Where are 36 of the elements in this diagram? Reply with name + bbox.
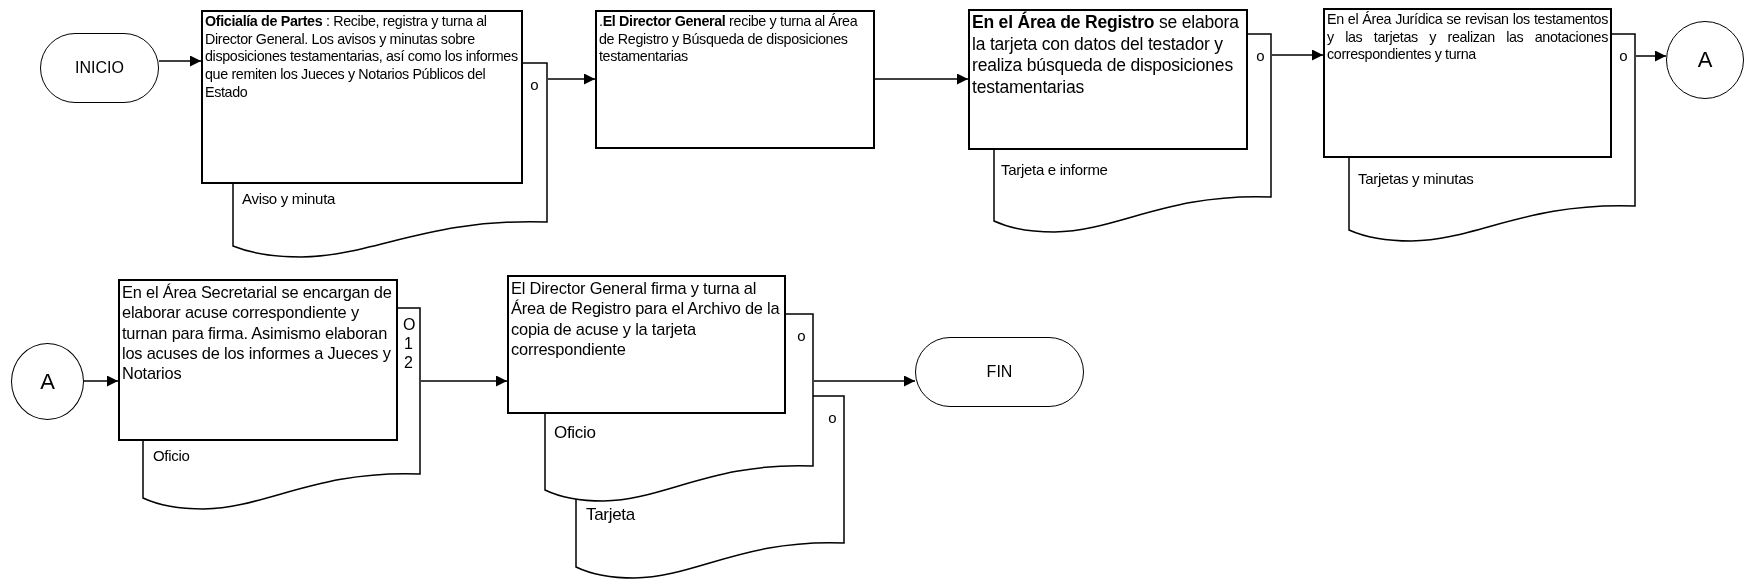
document-label: Oficio xyxy=(554,423,596,443)
arrow xyxy=(158,55,202,67)
document-label: Oficio xyxy=(153,447,190,464)
arrow xyxy=(1635,50,1667,62)
process-box xyxy=(507,275,786,414)
arrow xyxy=(874,73,969,85)
connector-label: A xyxy=(40,368,55,395)
document-mark: o xyxy=(1618,47,1629,65)
process-box xyxy=(118,279,398,441)
process-text: En el Área de Registro se elabora la tarjeta con datos del testador y realiza búsqueda de disposiciones testamentarias xyxy=(972,12,1240,99)
process-box xyxy=(968,9,1248,150)
document-mark: o xyxy=(796,327,807,345)
arrow xyxy=(83,375,119,387)
document-label: Tarjeta xyxy=(586,505,635,525)
process-box xyxy=(201,10,523,184)
process-text: El Director General firma y turna al Área de Registro para el Archivo de la copia de acuse y la tarjeta correspondiente xyxy=(511,278,781,360)
arrow xyxy=(420,375,508,387)
document-label: Aviso y minuta xyxy=(242,190,336,207)
arrow xyxy=(547,73,596,85)
terminal-label: FIN xyxy=(986,363,1013,381)
document-label: Tarjeta e informe xyxy=(1001,161,1108,178)
process-box xyxy=(1323,8,1612,158)
document-mark: o xyxy=(529,76,540,94)
connector-label: A xyxy=(1697,47,1713,73)
process-text: .El Director General recibe y turna al Área de Registro y Búsqueda de disposiciones testamentarias xyxy=(599,13,859,67)
document-mark: O 1 2 xyxy=(403,315,414,373)
arrow xyxy=(1271,49,1324,61)
process-text: En el Área Jurídica se revisan los testamentos y las tarjetas y realizan las anotaciones correspondientes y turna xyxy=(1327,11,1608,65)
document-label: Tarjetas y minutas xyxy=(1358,170,1474,187)
document-mark: o xyxy=(827,409,838,427)
process-text: Oficialía de Partes : Recibe, registra y turna al Director General. Los avisos y minutas sobre disposiciones testamentarias, así como los informes que remiten los Jueces y Notarios Públicos del Estado xyxy=(205,13,519,102)
terminal-label: INICIO xyxy=(75,59,124,77)
process-text: En el Área Secretarial se encargan de elaborar acuse correspondiente y turnan para firma. Asimismo elaboran los acuses de los informes a Jueces y Notarios xyxy=(122,282,393,384)
process-box xyxy=(595,10,875,149)
document-mark: o xyxy=(1255,47,1266,65)
arrow xyxy=(813,375,916,387)
